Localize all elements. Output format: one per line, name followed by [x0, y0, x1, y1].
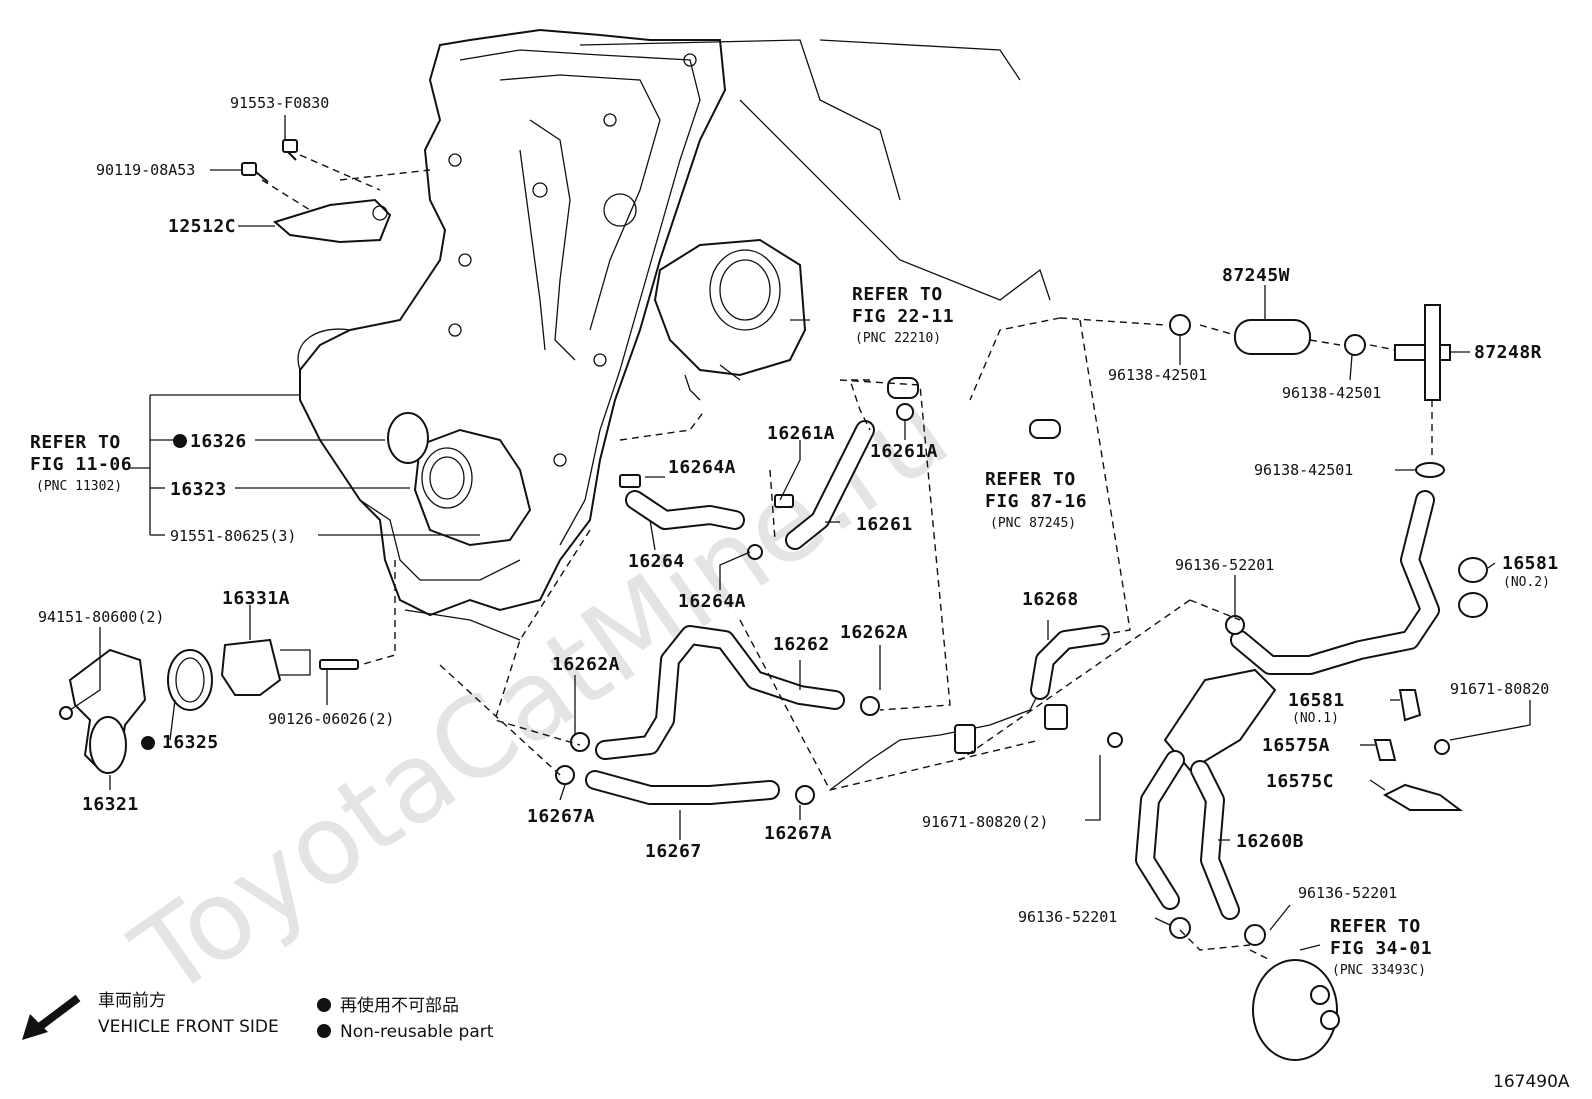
ref-fig-87-16-line2[interactable]: FIG 87-16 [985, 491, 1087, 512]
part-16267a-right[interactable]: 16267A [764, 823, 832, 844]
part-87245w[interactable]: 87245W [1222, 265, 1290, 286]
part-16575c[interactable]: 16575C [1266, 771, 1334, 792]
part-91671-80820-2[interactable]: 91671-80820(2) [922, 813, 1048, 831]
ref-fig-11-06-line2[interactable]: FIG 11-06 [30, 454, 132, 475]
ref-fig-11-06-line1[interactable]: REFER TO [30, 432, 121, 453]
nonreusable-dot-16326 [173, 434, 187, 448]
legend-dot-icon [317, 998, 331, 1012]
ref-fig-34-01-line1[interactable]: REFER TO [1330, 916, 1421, 937]
hose-16261 [785, 420, 875, 550]
part-90126-06026[interactable]: 90126-06026(2) [268, 710, 394, 728]
leader-lines [69, 115, 1531, 951]
part-16267[interactable]: 16267 [645, 841, 702, 862]
ref-fig-87-16-pnc: (PNC 87245) [990, 516, 1076, 531]
ref-fig-22-11-pnc: (PNC 22210) [855, 331, 941, 346]
vehicle-front-arrow-icon [35, 994, 81, 1032]
hose-16260b [1135, 490, 1440, 920]
ref-fig-22-11-line1[interactable]: REFER TO [852, 284, 943, 305]
part-16325[interactable]: 16325 [162, 732, 219, 753]
part-96136-52201-top[interactable]: 96136-52201 [1175, 556, 1274, 574]
part-16326[interactable]: 16326 [190, 431, 247, 452]
part-16581-no1[interactable]: 16581 [1288, 690, 1345, 711]
part-16261[interactable]: 16261 [856, 514, 913, 535]
part-16264[interactable]: 16264 [628, 551, 685, 572]
pump-33493c [1252, 959, 1340, 1061]
part-16262a-right[interactable]: 16262A [840, 622, 908, 643]
part-96138-42501-left[interactable]: 96138-42501 [1108, 366, 1207, 384]
part-16331a[interactable]: 16331A [222, 588, 290, 609]
part-96138-42501-lower[interactable]: 96138-42501 [1254, 461, 1353, 479]
hose-16264 [625, 490, 745, 530]
part-90119-08a53[interactable]: 90119-08A53 [96, 161, 195, 179]
part-16268[interactable]: 16268 [1022, 589, 1079, 610]
part-16581-no2[interactable]: 16581 [1502, 553, 1559, 574]
ref-fig-34-01-line2[interactable]: FIG 34-01 [1330, 938, 1432, 959]
tee-joint-87248r [1394, 304, 1451, 401]
part-16260b[interactable]: 16260B [1236, 831, 1304, 852]
part-16264a-lower[interactable]: 16264A [678, 591, 746, 612]
part-96136-52201-left[interactable]: 96136-52201 [1018, 908, 1117, 926]
hose-16262 [595, 625, 845, 760]
ref-fig-11-06-pnc: (PNC 11302) [36, 479, 122, 494]
part-16323[interactable]: 16323 [170, 479, 227, 500]
part-96138-42501-mid[interactable]: 96138-42501 [1282, 384, 1381, 402]
part-91553-f0830[interactable]: 91553-F0830 [230, 94, 329, 112]
hose-16267 [585, 770, 780, 805]
part-94151-80600[interactable]: 94151-80600(2) [38, 608, 164, 626]
hose-16268 [829, 625, 1110, 791]
part-91551-80625[interactable]: 91551-80625(3) [170, 527, 296, 545]
legend: 車両前方 VEHICLE FRONT SIDE 再使用不可部品 Non-reus… [22, 991, 494, 1042]
part-96136-52201-right[interactable]: 96136-52201 [1298, 884, 1397, 902]
legend-front-en: VEHICLE FRONT SIDE [98, 1017, 279, 1037]
part-16261a-left[interactable]: 16261A [767, 423, 835, 444]
legend-nonreuse-jp: 再使用不可部品 [340, 995, 459, 1016]
ref-fig-22-11-line2[interactable]: FIG 22-11 [852, 306, 954, 327]
part-91671-80820[interactable]: 91671-80820 [1450, 680, 1549, 698]
legend-nonreuse-en: Non-reusable part [340, 1022, 494, 1042]
hose-87245w [1234, 319, 1311, 355]
timing-chain-cover [297, 28, 1051, 641]
ref-fig-87-16-line1[interactable]: REFER TO [985, 469, 1076, 490]
clamps [555, 314, 1488, 946]
part-16262a-left[interactable]: 16262A [552, 654, 620, 675]
dashed-guides [261, 154, 1433, 961]
bracket-12512c [241, 139, 392, 244]
part-12512c[interactable]: 12512C [168, 216, 236, 237]
ref-fig-34-01-pnc: (PNC 33493C) [1332, 963, 1426, 978]
part-87248r[interactable]: 87248R [1474, 342, 1542, 363]
part-16575a[interactable]: 16575A [1262, 735, 1330, 756]
part-16261a-right[interactable]: 16261A [870, 441, 938, 462]
part-16581-no1-note: (NO.1) [1292, 711, 1339, 726]
water-inlet-housing [387, 412, 532, 547]
part-16321[interactable]: 16321 [82, 794, 139, 815]
legend-front-jp: 車両前方 [98, 991, 166, 1011]
arrow-head-icon [22, 1014, 48, 1040]
part-16262[interactable]: 16262 [773, 634, 830, 655]
nonreusable-dot-16325 [141, 736, 155, 750]
part-16581-no2-note: (NO.2) [1503, 575, 1550, 590]
diagram-id: 167490A [1493, 1072, 1570, 1092]
part-16264a-upper[interactable]: 16264A [668, 457, 736, 478]
part-16267a-left[interactable]: 16267A [527, 806, 595, 827]
thermostat-assembly [59, 638, 359, 774]
throttle-body [653, 238, 807, 401]
legend-dot-icon-2 [317, 1024, 331, 1038]
